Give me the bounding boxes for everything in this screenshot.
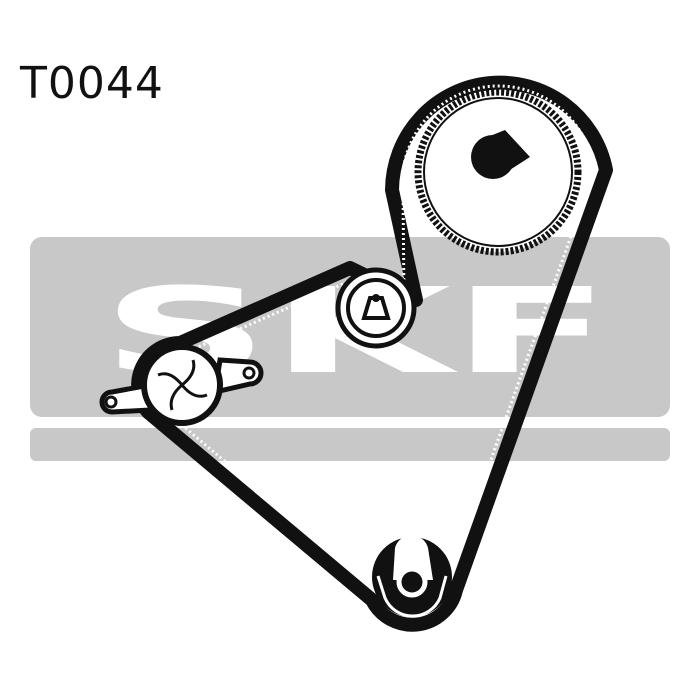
fan-icon	[157, 359, 208, 411]
crankshaft-pulley	[372, 535, 452, 618]
part-number-title: T0044	[20, 58, 164, 109]
idler-pulley	[335, 267, 417, 349]
timing-belt	[131, 75, 613, 632]
camshaft-pulley	[414, 88, 582, 256]
tensioner-pulley	[99, 344, 264, 426]
